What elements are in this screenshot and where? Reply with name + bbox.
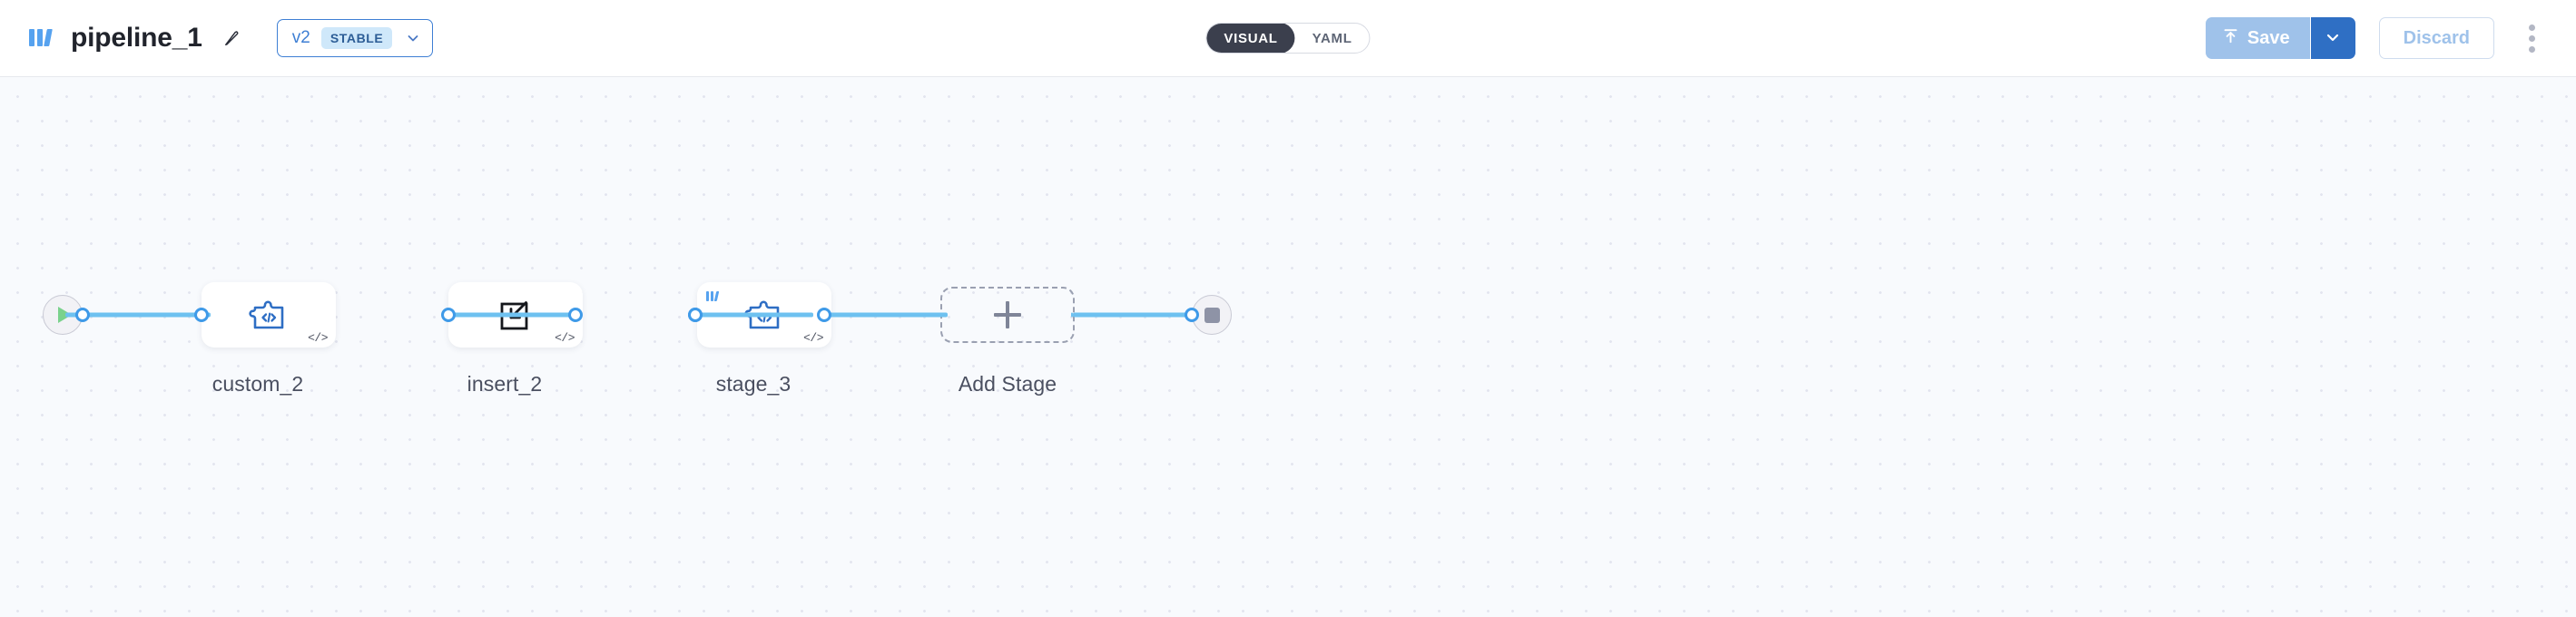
port-insert-2-input[interactable] xyxy=(568,308,583,322)
save-options-dropdown-button[interactable] xyxy=(2309,17,2355,59)
puzzle-code-icon xyxy=(249,297,289,333)
stage-label-insert-2: insert_2 xyxy=(467,372,543,396)
stop-icon xyxy=(1204,307,1220,323)
tab-visual[interactable]: VISUAL xyxy=(1206,24,1295,53)
edit-title-button[interactable] xyxy=(215,21,250,55)
port-start-output[interactable] xyxy=(75,308,90,322)
edge-addstage-to-end[interactable] xyxy=(1073,312,1192,318)
port-end-input[interactable] xyxy=(1185,308,1199,322)
chevron-down-icon xyxy=(2324,28,2342,49)
edge-hidden xyxy=(1071,312,1073,318)
code-badge: </> xyxy=(555,331,575,345)
pencil-icon xyxy=(222,28,242,48)
pipeline-brand-logo-icon xyxy=(705,288,722,302)
stage-node-custom-2[interactable]: </> xyxy=(202,282,336,348)
port-custom-2-output[interactable] xyxy=(441,308,456,322)
page-title: pipeline_1 xyxy=(71,23,202,53)
pipeline-graph: </> custom_2 </> insert_2 xyxy=(0,77,2576,617)
version-status-badge: STABLE xyxy=(320,27,393,49)
tab-yaml[interactable]: YAML xyxy=(1295,24,1370,53)
edge-start-to-custom2[interactable] xyxy=(65,312,211,318)
plus-icon xyxy=(994,301,1021,328)
save-button-label: Save xyxy=(2247,27,2290,48)
stage-label-stage-3: stage_3 xyxy=(715,372,791,396)
pipeline-canvas[interactable]: </> custom_2 </> insert_2 xyxy=(0,77,2576,617)
code-badge: </> xyxy=(803,331,823,345)
play-icon xyxy=(57,307,72,323)
upload-arrow-icon xyxy=(2222,27,2239,50)
view-mode-toggle[interactable]: VISUAL YAML xyxy=(1205,23,1371,54)
discard-button[interactable]: Discard xyxy=(2378,17,2494,59)
kebab-menu-icon[interactable] xyxy=(2511,17,2552,59)
code-badge: </> xyxy=(308,331,328,345)
app-header: pipeline_1 v2 STABLE VISUAL xyxy=(0,0,2576,77)
edge-addstage-in[interactable] xyxy=(824,312,947,318)
add-stage-button[interactable] xyxy=(940,287,1075,343)
version-number: v2 xyxy=(291,28,310,47)
port-stage-3-output[interactable] xyxy=(817,308,831,322)
stage-label-custom-2: custom_2 xyxy=(211,372,304,396)
chevron-down-icon xyxy=(403,30,421,46)
header-left-group: pipeline_1 v2 STABLE xyxy=(27,19,434,57)
version-selector[interactable]: v2 STABLE xyxy=(276,19,434,57)
save-button-group: Save xyxy=(2205,17,2355,59)
edge-insert2-to-stage3[interactable] xyxy=(695,312,813,318)
header-actions-group: Save Discard xyxy=(2205,17,2552,59)
add-stage-label: Add Stage xyxy=(958,372,1057,396)
port-custom-2-input[interactable] xyxy=(194,308,209,322)
port-stage-3-input[interactable] xyxy=(688,308,703,322)
save-button[interactable]: Save xyxy=(2205,17,2310,59)
edge-custom2-to-insert2[interactable] xyxy=(448,312,575,318)
pipeline-brand-logo-icon xyxy=(27,23,58,54)
